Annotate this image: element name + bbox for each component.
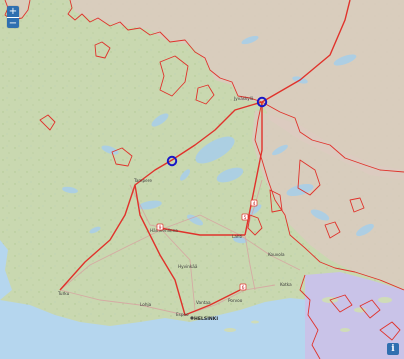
label-jyvaskyla: Jyväskylä: [233, 96, 254, 101]
label-lohja: Lohja: [140, 302, 152, 307]
tinted-region-north: [70, 0, 404, 180]
road-shield-5: 5: [241, 213, 249, 221]
label-tampere: Tampere: [133, 178, 152, 183]
svg-text:9: 9: [159, 225, 162, 231]
zoom-control: + −: [7, 6, 19, 28]
road-shield-9: 9: [156, 223, 164, 231]
label-porvoo: Porvoo: [228, 298, 243, 303]
label-turku: Turku: [57, 291, 70, 296]
label-lahti: Lahti: [232, 234, 242, 239]
label-espoo: Espoo: [176, 312, 189, 317]
marker-central[interactable]: [166, 155, 178, 167]
label-helsinki: HELSINKI: [194, 316, 218, 322]
marker-north[interactable]: [256, 96, 268, 108]
sea: [0, 298, 310, 359]
tinted-region-east: [252, 110, 404, 290]
svg-text:6: 6: [242, 285, 245, 291]
label-hameenlinna: Hämeenlinna: [150, 228, 178, 233]
road-shield-4: 4: [250, 199, 258, 207]
info-button[interactable]: i: [387, 343, 399, 355]
label-hyvinkaa: Hyvinkää: [178, 264, 198, 269]
zoom-in-button[interactable]: +: [7, 6, 19, 17]
label-kouvola: Kouvola: [268, 252, 285, 257]
label-vantaa: Vantaa: [196, 300, 211, 305]
tinted-sea: [305, 272, 404, 359]
label-kotka: Kotka: [280, 282, 292, 287]
city-dot-helsinki: [190, 316, 194, 320]
lakes: [62, 35, 374, 244]
svg-text:5: 5: [244, 215, 247, 221]
coast-left: [0, 240, 12, 300]
zoom-out-button[interactable]: −: [7, 17, 19, 28]
svg-text:4: 4: [253, 201, 256, 207]
region-boundaries: [4, 0, 404, 359]
road-shield-6: 6: [239, 283, 247, 291]
